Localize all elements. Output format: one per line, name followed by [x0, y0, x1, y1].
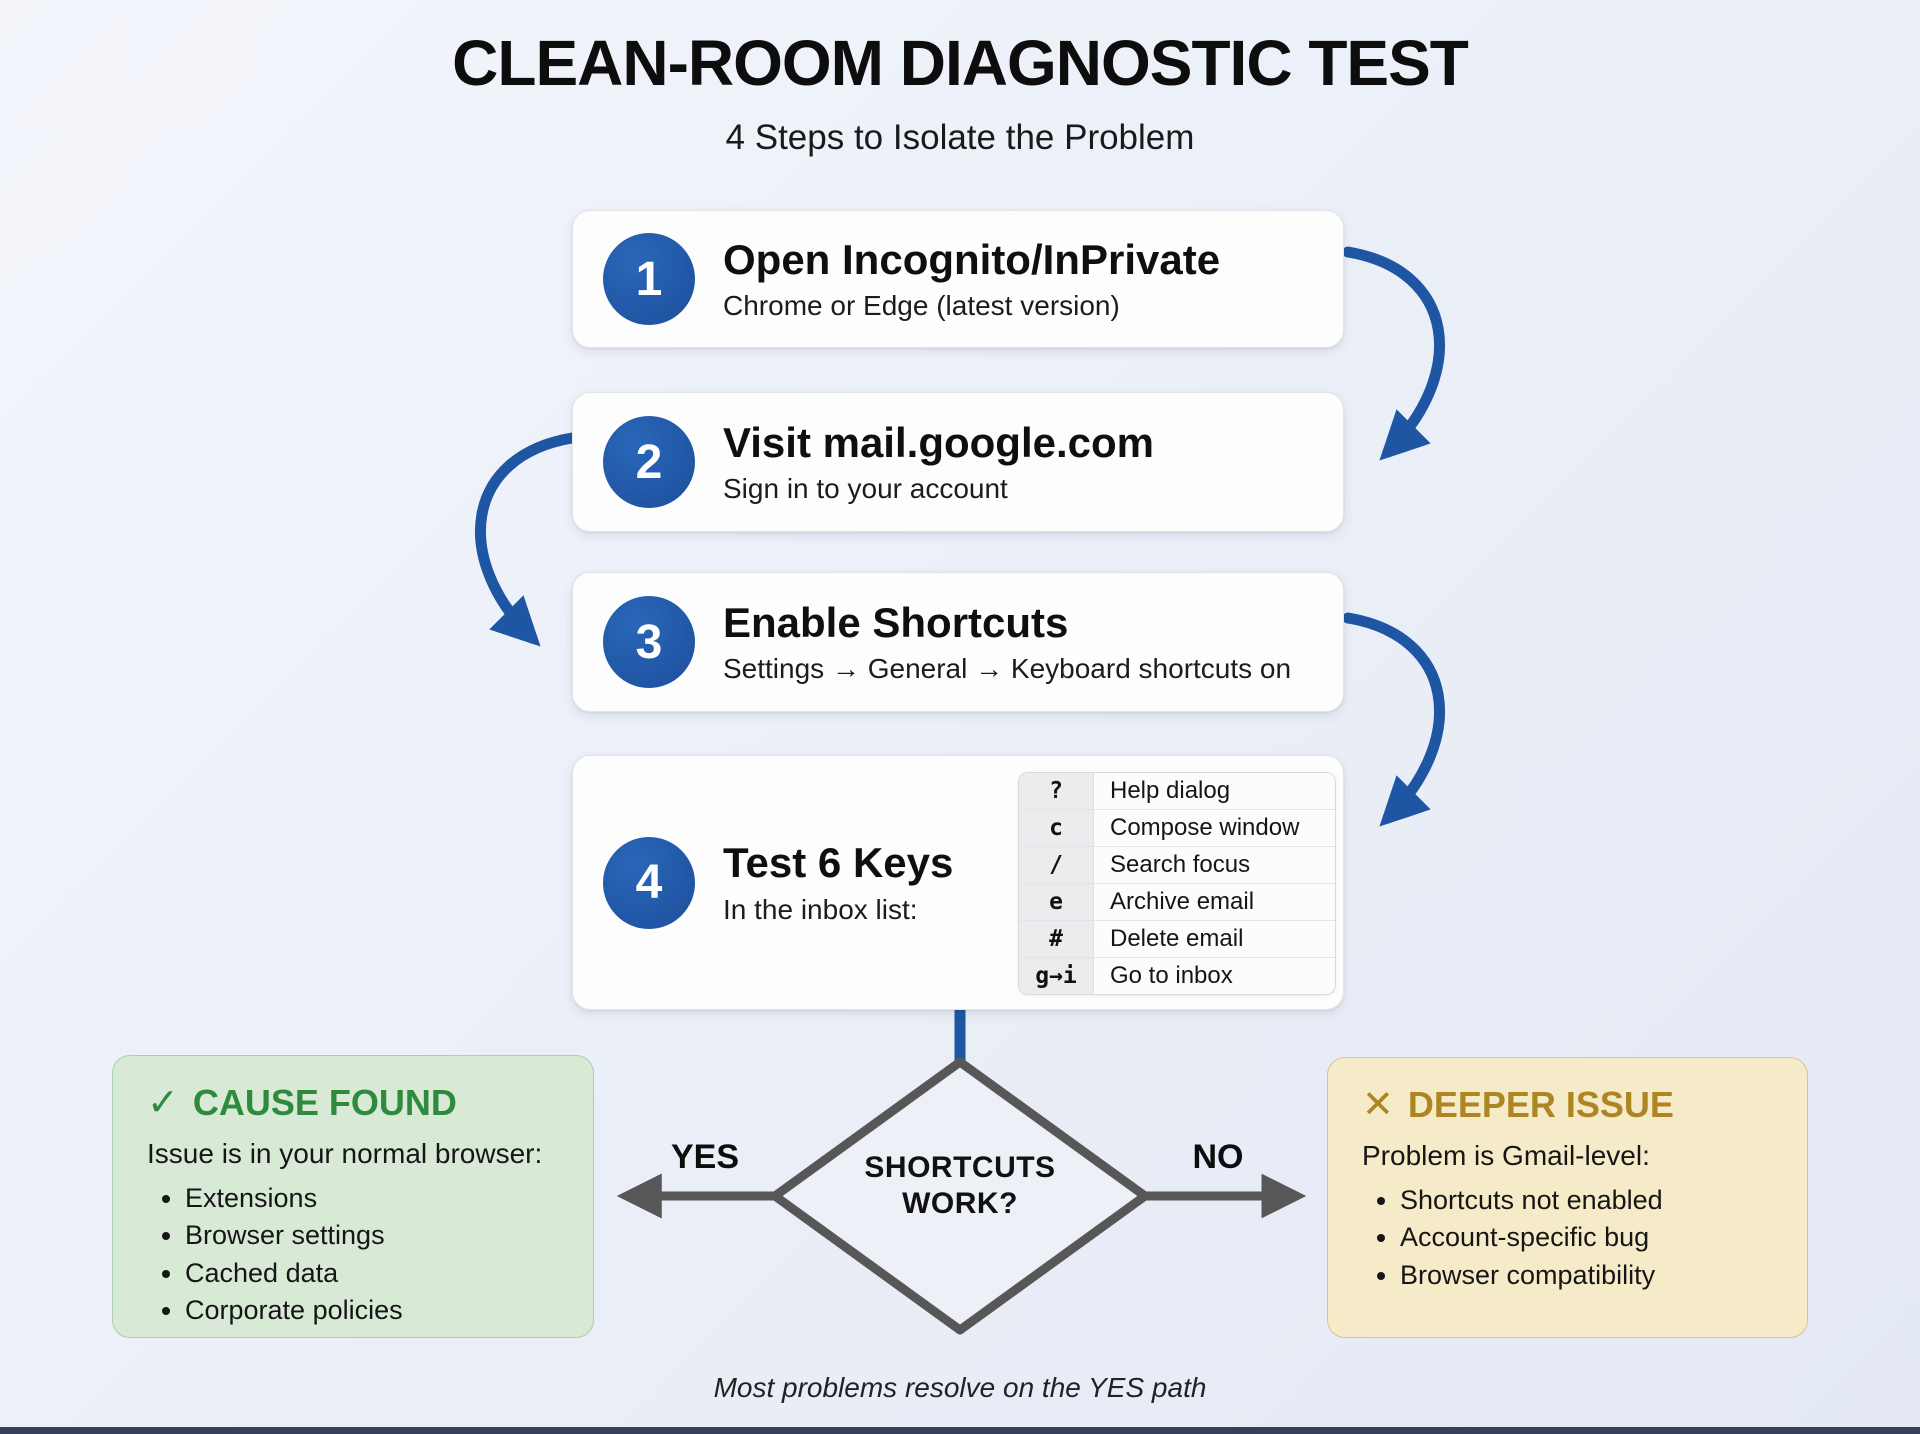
- step-subtitle: Settings → General → Keyboard shortcuts …: [723, 653, 1292, 685]
- step-text: Test 6 Keys In the inbox list:: [723, 839, 953, 925]
- decision-line2: WORK?: [902, 1187, 1018, 1220]
- outcome-cause-found: ✓ CAUSE FOUND Issue is in your normal br…: [112, 1055, 594, 1338]
- step-number-badge: 2: [603, 416, 695, 508]
- table-row: c Compose window: [1019, 809, 1335, 846]
- outcome-heading-row: ✓ CAUSE FOUND: [147, 1082, 563, 1124]
- list-item: Shortcuts not enabled: [1400, 1182, 1777, 1219]
- decision-line1: SHORTCUTS: [864, 1151, 1056, 1184]
- desc-cell: Compose window: [1110, 814, 1300, 841]
- outcome-heading: DEEPER ISSUE: [1407, 1084, 1674, 1125]
- step-card-2: 2 Visit mail.google.com Sign in to your …: [572, 392, 1344, 532]
- key-cell: e: [1019, 884, 1094, 920]
- step-subtitle: In the inbox list:: [723, 893, 918, 925]
- table-row: e Archive email: [1019, 883, 1335, 920]
- step-text: Open Incognito/InPrivate Chrome or Edge …: [723, 236, 1220, 322]
- step-number-badge: 3: [603, 596, 695, 688]
- table-row: ? Help dialog: [1019, 773, 1335, 809]
- list-item: Browser settings: [185, 1217, 563, 1254]
- key-cell: /: [1019, 847, 1094, 883]
- outcome-heading-row: ✕ DEEPER ISSUE: [1362, 1084, 1777, 1126]
- desc-cell: Delete email: [1110, 925, 1244, 952]
- step-text: Enable Shortcuts Settings → General → Ke…: [723, 599, 1291, 685]
- outcome-deeper-issue: ✕ DEEPER ISSUE Problem is Gmail-level: S…: [1327, 1057, 1808, 1338]
- step-card-3: 3 Enable Shortcuts Settings → General → …: [572, 572, 1344, 712]
- step-title: Test 6 Keys: [723, 839, 954, 887]
- outcome-list: Shortcuts not enabled Account-specific b…: [1400, 1182, 1777, 1294]
- key-cell: g→i: [1019, 958, 1094, 994]
- desc-cell: Go to inbox: [1110, 962, 1233, 989]
- yes-branch-label: YES: [670, 1138, 740, 1176]
- table-row: g→i Go to inbox: [1019, 957, 1335, 994]
- list-item: Account-specific bug: [1400, 1219, 1777, 1256]
- step-title: Open Incognito/InPrivate: [723, 235, 1221, 283]
- key-cell: c: [1019, 810, 1094, 846]
- no-branch-label: NO: [1192, 1138, 1244, 1176]
- desc-cell: Archive email: [1110, 888, 1255, 915]
- x-icon: ✕: [1362, 1084, 1394, 1126]
- decision-diamond: [770, 1057, 1150, 1335]
- desc-cell: Help dialog: [1110, 777, 1231, 804]
- outcome-heading: CAUSE FOUND: [192, 1082, 457, 1123]
- list-item: Extensions: [185, 1180, 563, 1217]
- key-cell: #: [1019, 921, 1094, 957]
- list-item: Corporate policies: [185, 1292, 563, 1329]
- footnote: Most problems resolve on the YES path: [713, 1372, 1207, 1403]
- page-title: CLEAN-ROOM DIAGNOSTIC TEST: [452, 27, 1469, 99]
- step-title: Enable Shortcuts: [723, 598, 1069, 646]
- step-subtitle: Chrome or Edge (latest version): [723, 290, 1120, 322]
- curve-step2-to-step3: [474, 432, 578, 647]
- list-item: Browser compatibility: [1400, 1257, 1777, 1294]
- outcome-intro: Problem is Gmail-level:: [1362, 1140, 1650, 1171]
- bottom-edge-strip: [0, 1427, 1920, 1434]
- step-number-badge: 1: [603, 233, 695, 325]
- outcome-intro: Issue is in your normal browser:: [147, 1138, 543, 1169]
- decision-question: SHORTCUTS WORK?: [800, 1150, 1120, 1222]
- table-row: # Delete email: [1019, 920, 1335, 957]
- check-icon: ✓: [147, 1082, 179, 1124]
- step-text: Visit mail.google.com Sign in to your ac…: [723, 419, 1154, 505]
- table-row: / Search focus: [1019, 846, 1335, 883]
- step-number-badge: 4: [603, 836, 695, 929]
- step-subtitle: Sign in to your account: [723, 473, 1008, 505]
- step-title: Visit mail.google.com: [723, 418, 1154, 466]
- page-subtitle: 4 Steps to Isolate the Problem: [725, 118, 1195, 157]
- curve-step3-to-step4: [1342, 612, 1446, 827]
- key-cell: ?: [1019, 773, 1094, 809]
- curve-step1-to-step2: [1342, 246, 1446, 461]
- desc-cell: Search focus: [1110, 851, 1251, 878]
- outcome-list: Extensions Browser settings Cached data …: [185, 1180, 563, 1329]
- step-card-1: 1 Open Incognito/InPrivate Chrome or Edg…: [572, 210, 1344, 348]
- list-item: Cached data: [185, 1255, 563, 1292]
- shortcut-key-table: ? Help dialog c Compose window / Search …: [1018, 772, 1336, 995]
